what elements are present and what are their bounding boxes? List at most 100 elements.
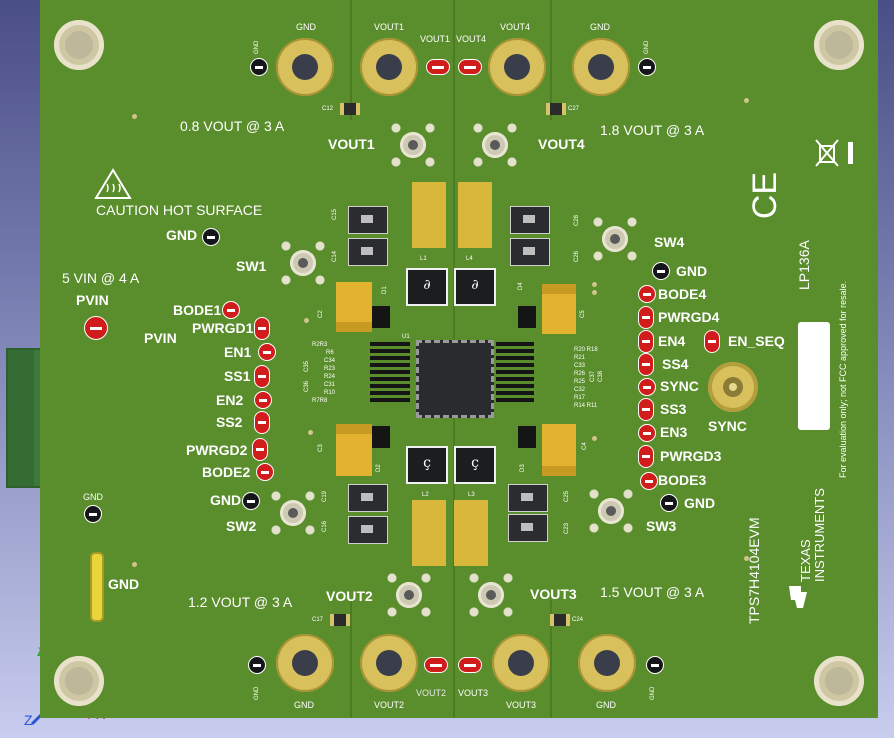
left-tp-3[interactable] bbox=[254, 365, 270, 388]
hot-surface-icon bbox=[94, 168, 132, 199]
gnd-testpoint-upper-left[interactable] bbox=[202, 228, 220, 246]
caution-label: CAUTION HOT SURFACE bbox=[96, 202, 263, 218]
cap-c24 bbox=[550, 614, 570, 626]
left-tp-6[interactable] bbox=[252, 438, 268, 461]
gnd-testpoint-tl[interactable] bbox=[250, 58, 268, 76]
sync-sma-connector[interactable] bbox=[708, 362, 758, 412]
right-tp-6[interactable] bbox=[638, 424, 656, 442]
gnd-testpoint-bl[interactable] bbox=[248, 656, 266, 674]
left-tp-0[interactable] bbox=[222, 301, 240, 319]
left-tp-4[interactable] bbox=[254, 391, 272, 409]
right-res-label-6: R17 bbox=[574, 395, 586, 401]
right-tp-2[interactable] bbox=[638, 330, 654, 353]
weee-bin-icon bbox=[815, 139, 853, 167]
jack-top-label-2: VOUT1 bbox=[374, 22, 405, 32]
rail-label-vout4: 1.8 VOUT @ 3 A bbox=[600, 122, 705, 138]
pvin-label-bottom: PVIN bbox=[144, 330, 177, 346]
jack-bottom-label-4: GND bbox=[596, 700, 616, 710]
jack-top-gnd-right[interactable] bbox=[572, 38, 630, 96]
right-res-label-1: R21 bbox=[574, 355, 586, 361]
inductor-l3: ç bbox=[454, 446, 496, 484]
label-c3: C3 bbox=[318, 444, 324, 452]
right-tp-1[interactable] bbox=[638, 306, 654, 329]
right-tp-4[interactable] bbox=[638, 378, 656, 396]
mounting-hole-tr bbox=[814, 20, 864, 70]
left-tp-label-3: SS1 bbox=[224, 368, 251, 384]
left-res-label-1: R6 bbox=[326, 350, 334, 356]
left-tp-5[interactable] bbox=[254, 411, 270, 434]
left-tp-7[interactable] bbox=[256, 463, 274, 481]
gnd-vlabel-tl: GND bbox=[254, 40, 260, 54]
gnd-testpoint-right-lower[interactable] bbox=[660, 494, 678, 512]
jack-bottom-vout2[interactable] bbox=[360, 634, 418, 692]
ti-logo-icon bbox=[789, 586, 807, 608]
jack-bottom-gnd-right[interactable] bbox=[578, 634, 636, 692]
axis-z-label: Z bbox=[24, 712, 33, 728]
rail-label-vout2: 1.2 VOUT @ 3 A bbox=[188, 594, 293, 610]
pvin-testpoint[interactable] bbox=[84, 316, 108, 340]
jack-top-gnd-left[interactable] bbox=[276, 38, 334, 96]
gnd-vlabel-bl: GND bbox=[254, 686, 260, 700]
probe-pad-vout4[interactable] bbox=[472, 122, 518, 168]
via bbox=[308, 430, 313, 435]
jack-bottom-gnd-left[interactable] bbox=[276, 634, 334, 692]
right-res-label-3: R26 bbox=[574, 371, 586, 377]
inductor-l1: ∂ bbox=[406, 268, 448, 306]
cap-c23 bbox=[508, 514, 548, 542]
left-cap-label-1: C36 bbox=[304, 380, 310, 392]
brand-line1: TEXAS bbox=[798, 539, 813, 582]
right-tp-label-0: BODE4 bbox=[658, 286, 707, 302]
gnd-testpoint-tr[interactable] bbox=[638, 58, 656, 76]
vout2-testpoint[interactable] bbox=[424, 657, 448, 673]
via bbox=[304, 318, 309, 323]
jack-top-vout1[interactable] bbox=[360, 38, 418, 96]
right-tp-7[interactable] bbox=[638, 445, 654, 468]
probe-pad-sw4[interactable] bbox=[592, 216, 638, 262]
gnd-label-upper-left: GND bbox=[166, 227, 198, 243]
via bbox=[132, 562, 137, 567]
gnd-jumper-wire[interactable] bbox=[90, 552, 104, 622]
label-c17: C17 bbox=[312, 617, 324, 623]
en-seq-testpoint[interactable] bbox=[704, 330, 720, 353]
probe-pad-sw3[interactable] bbox=[588, 488, 634, 534]
mounting-hole-tl bbox=[54, 20, 104, 70]
cap-c28 bbox=[510, 206, 550, 234]
probe-pad-vout1[interactable] bbox=[390, 122, 436, 168]
left-tp-1[interactable] bbox=[254, 317, 270, 340]
right-tp-3[interactable] bbox=[638, 353, 654, 376]
left-res-label-3: R23 bbox=[324, 366, 336, 372]
right-resistor-array bbox=[496, 342, 534, 404]
net-label-vout1: VOUT1 bbox=[328, 136, 375, 152]
vout4-testpoint[interactable] bbox=[458, 59, 482, 75]
left-res-label-6: R10 bbox=[324, 390, 336, 396]
via bbox=[592, 290, 597, 295]
right-tp-label-1: PWRGD4 bbox=[658, 309, 720, 325]
gnd-testpoint-left-lower[interactable] bbox=[242, 492, 260, 510]
cap-c15 bbox=[348, 206, 388, 234]
net-label-sw2: SW2 bbox=[226, 518, 257, 534]
gnd-label-right-upper: GND bbox=[676, 263, 708, 279]
diode-d4 bbox=[518, 306, 536, 328]
left-tp-2[interactable] bbox=[258, 343, 276, 361]
probe-pad-vout2[interactable] bbox=[386, 572, 432, 618]
right-tp-5[interactable] bbox=[638, 398, 654, 421]
probe-pad-vout3[interactable] bbox=[468, 572, 514, 618]
label-c5: C5 bbox=[580, 310, 586, 318]
right-cap-label-0: C37 bbox=[590, 370, 596, 382]
right-tp-0[interactable] bbox=[638, 285, 656, 303]
vout1-testpoint[interactable] bbox=[426, 59, 450, 75]
via bbox=[592, 436, 597, 441]
jack-top-vout4[interactable] bbox=[488, 38, 546, 96]
probe-pad-sw1[interactable] bbox=[280, 240, 326, 286]
gnd-testpoint-right-upper[interactable] bbox=[652, 262, 670, 280]
gnd-testpoint-terminal[interactable] bbox=[84, 505, 102, 523]
label-c24: C24 bbox=[572, 617, 584, 623]
right-tp-8[interactable] bbox=[640, 472, 658, 490]
gnd-testpoint-br[interactable] bbox=[646, 656, 664, 674]
probe-pad-sw2[interactable] bbox=[270, 490, 316, 536]
jack-bottom-vout3[interactable] bbox=[492, 634, 550, 692]
vout3-testpoint[interactable] bbox=[458, 657, 482, 673]
left-tp-label-1: PWRGD1 bbox=[192, 320, 254, 336]
gnd-jumper-label: GND bbox=[108, 576, 140, 592]
mounting-hole-bl bbox=[54, 656, 104, 706]
